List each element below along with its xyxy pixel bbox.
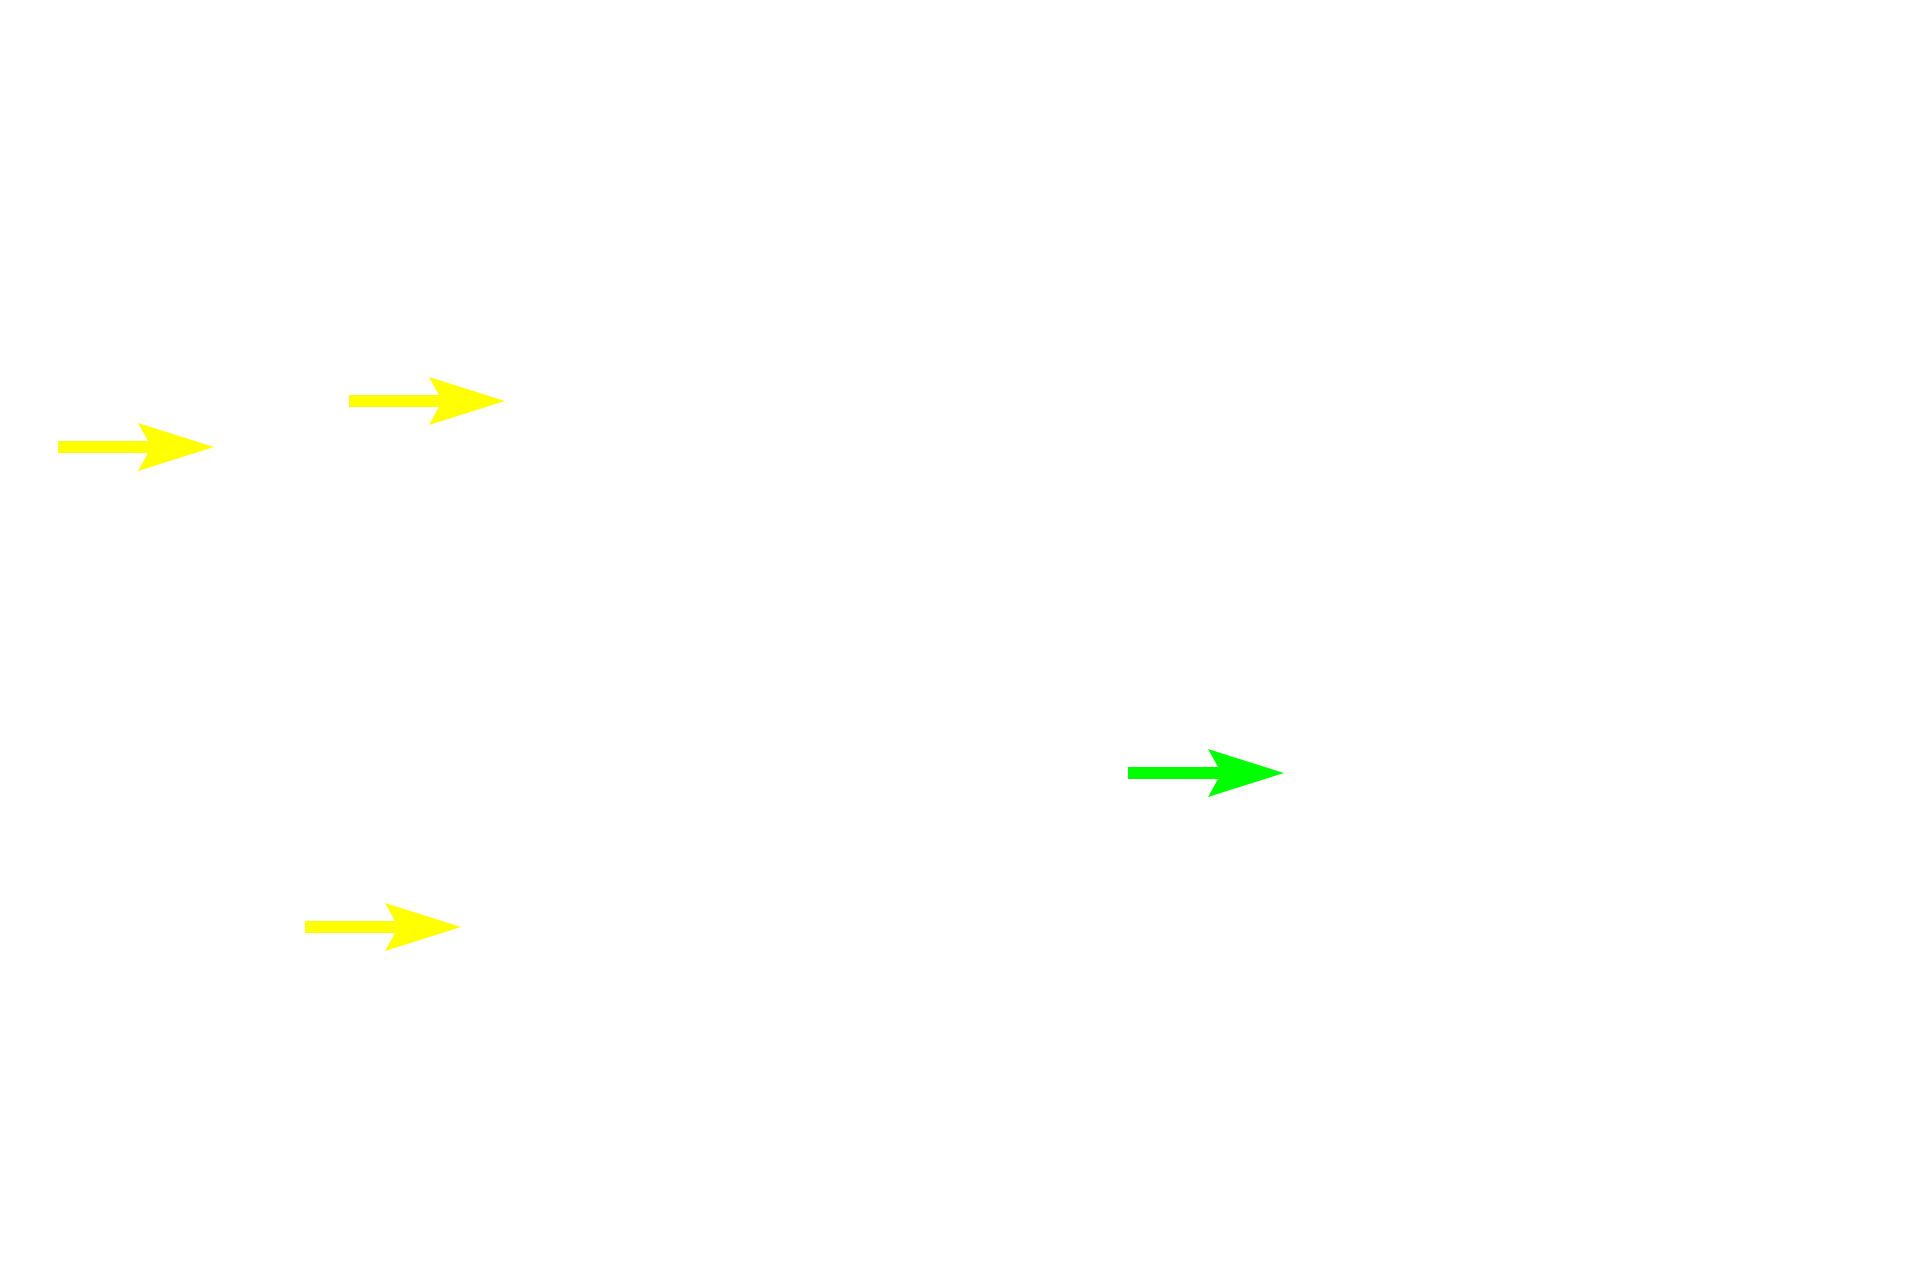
yellow-arrow-right-icon [349,371,509,431]
arrow-right-icon [349,377,505,425]
yellow-arrow-right-icon [58,417,218,477]
green-arrow-right-icon [1128,743,1288,803]
arrow-right-icon [1128,749,1284,797]
arrow-shape [1128,749,1284,797]
arrow-right-icon [305,903,461,951]
arrow-right-icon [58,423,214,471]
arrow-shape [349,377,505,425]
yellow-arrow-right-icon [305,897,465,957]
arrow-shape [305,903,461,951]
arrow-shape [58,423,214,471]
